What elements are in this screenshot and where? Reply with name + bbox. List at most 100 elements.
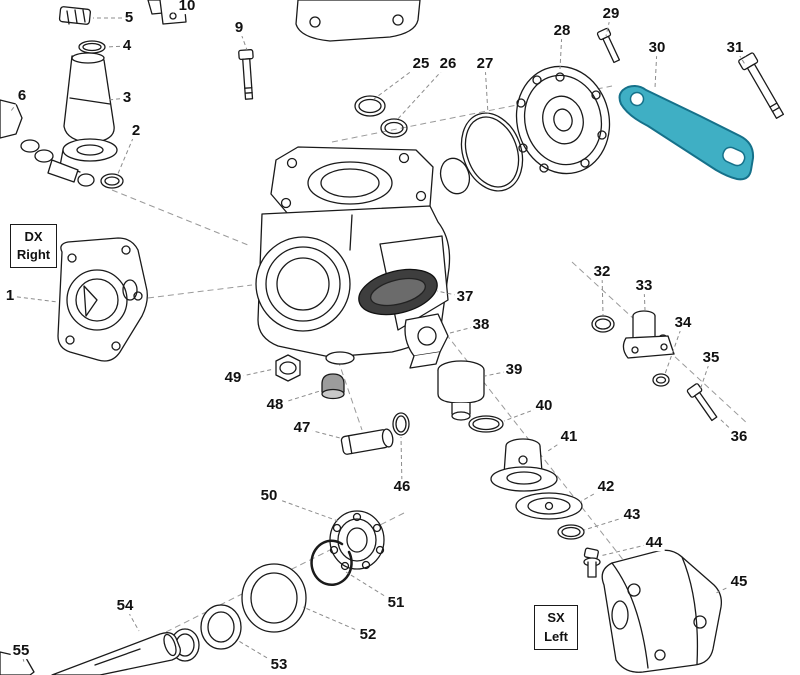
part-42-diaphragm <box>515 492 583 520</box>
left-label: Left <box>544 628 568 644</box>
part-46-oring <box>392 412 410 436</box>
part-1-cover-plate <box>57 237 148 362</box>
part-label-53: 53 <box>268 656 290 674</box>
leader-line-34 <box>664 322 684 375</box>
part-26-oring <box>380 118 408 138</box>
leader-line-1 <box>9 295 59 303</box>
dx-label: DX <box>24 228 43 244</box>
part-39-piston <box>437 360 485 421</box>
right-label: Right <box>16 247 51 262</box>
part-3-valve-body <box>59 52 118 173</box>
part-label-26: 26 <box>437 55 459 73</box>
part-label-4: 4 <box>120 37 134 55</box>
part-label-55: 55 <box>10 642 32 660</box>
part-label-3: 3 <box>120 89 134 107</box>
part-31-bolt <box>738 52 785 119</box>
part-37-conrod-window <box>358 268 438 316</box>
part-40-oring <box>468 415 504 433</box>
part-label-42: 42 <box>595 478 617 496</box>
leader-line-38 <box>449 324 482 334</box>
leader-line-28 <box>559 30 563 70</box>
part-label-40: 40 <box>533 397 555 415</box>
part-label-34: 34 <box>672 314 694 332</box>
leader-line-39 <box>484 369 515 377</box>
part-28-cover <box>515 65 611 175</box>
part-30-bracket-shape <box>618 85 755 181</box>
part-label-29: 29 <box>600 5 622 23</box>
leader-line-46 <box>400 436 403 488</box>
part-label-10: 10 <box>176 0 198 15</box>
part-5-cap <box>58 6 92 25</box>
sx-label: SX <box>547 610 565 626</box>
leader-line-52 <box>302 606 369 636</box>
part-label-28: 28 <box>551 22 573 40</box>
part-label-52: 52 <box>357 626 379 644</box>
part-label-1: 1 <box>3 287 17 305</box>
part-label-49: 49 <box>222 369 244 387</box>
part-25-oring <box>354 95 386 117</box>
part-label-39: 39 <box>503 361 525 379</box>
leader-line-36 <box>719 418 740 438</box>
part-label-31: 31 <box>724 39 746 57</box>
part-label-33: 33 <box>633 277 655 295</box>
part-34-washer <box>652 373 670 387</box>
part-54-shaft <box>51 632 181 675</box>
part-label-38: 38 <box>470 316 492 334</box>
part-label-41: 41 <box>558 428 580 446</box>
part-label-35: 35 <box>700 349 722 367</box>
part-35-bolt <box>686 383 718 422</box>
part-38-clevis <box>404 313 449 369</box>
part-label-5: 5 <box>122 9 136 27</box>
part-30-bracket <box>618 85 755 181</box>
leader-line-42 <box>579 486 607 503</box>
part-label-45: 45 <box>728 573 750 591</box>
sx-left-box: SX Left <box>534 605 578 650</box>
part-label-36: 36 <box>728 428 750 446</box>
part-label-50: 50 <box>258 487 280 505</box>
part-label-37: 37 <box>454 288 476 306</box>
part-50-bearing <box>329 510 385 571</box>
part-32-oring <box>591 315 615 333</box>
leader-line-54 <box>124 605 140 632</box>
part-label-48: 48 <box>264 396 286 414</box>
leader-line-45 <box>713 581 740 595</box>
part-47-pin <box>340 428 394 455</box>
part-43-oring <box>557 524 585 540</box>
part-label-30: 30 <box>646 39 668 57</box>
part-label-25: 25 <box>410 55 432 73</box>
part-45-cover <box>601 549 722 673</box>
part-41-retainer <box>490 438 558 492</box>
part-label-43: 43 <box>621 506 643 524</box>
part-27-gasket <box>439 112 524 195</box>
part-2-oring <box>100 173 124 189</box>
leader-line-50 <box>268 495 339 522</box>
leader-line-37 <box>436 290 466 298</box>
leader-line-41 <box>547 436 570 452</box>
part-label-54: 54 <box>114 597 136 615</box>
part-53-seal <box>170 604 242 662</box>
top-center-fragment <box>295 0 421 42</box>
part-9-bolt <box>238 49 254 100</box>
part-label-46: 46 <box>391 478 413 496</box>
part-label-44: 44 <box>643 534 665 552</box>
part-30-slot <box>722 146 746 167</box>
leader-line-26 <box>395 63 449 122</box>
part-label-9: 9 <box>232 19 246 37</box>
part-label-51: 51 <box>385 594 407 612</box>
part-label-47: 47 <box>291 419 313 437</box>
part-29-bolt <box>596 27 621 64</box>
part-label-6: 6 <box>15 87 29 105</box>
part-label-2: 2 <box>129 122 143 140</box>
part-33-valve-fitting <box>622 310 675 359</box>
part-label-27: 27 <box>474 55 496 73</box>
dx-right-box: DX Right <box>10 224 57 268</box>
part-48-plug <box>321 373 345 400</box>
part-6-fitting <box>0 99 95 187</box>
part-52-ring <box>241 563 307 633</box>
part-51-snap-ring <box>310 539 353 587</box>
part-44-valve <box>583 547 601 578</box>
leader-line-27 <box>484 63 489 115</box>
